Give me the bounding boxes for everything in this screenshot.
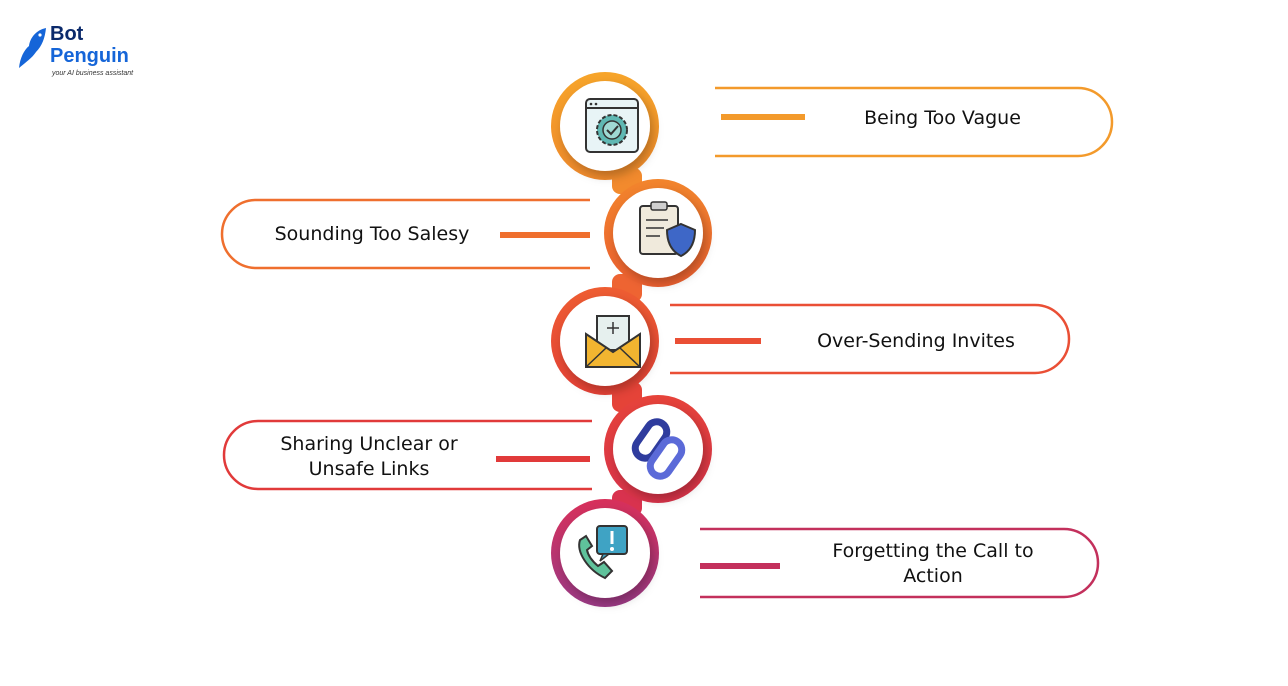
badge-window-icon	[585, 98, 639, 153]
chain-link-icon	[631, 418, 686, 480]
step-3-label: Over-Sending Invites	[817, 329, 1015, 352]
step-2-label: Sounding Too Salesy	[274, 222, 470, 245]
step-1-bar	[721, 114, 805, 120]
step-1-label: Being Too Vague	[864, 106, 1021, 129]
brand-name-line2: Penguin	[50, 45, 129, 67]
step-3-circle	[551, 287, 659, 395]
step-4-pill	[222, 419, 592, 491]
brand-name-line1: Bot	[50, 23, 84, 45]
step-3-pill	[670, 303, 1071, 375]
step-4-circle	[604, 395, 712, 503]
phone-alert-icon	[578, 525, 628, 580]
step-2-circle	[604, 179, 712, 287]
step-3-bar	[675, 338, 761, 344]
step-4-label: Sharing Unclear or Unsafe Links	[280, 433, 458, 480]
envelope-letter-icon	[585, 315, 641, 368]
step-5-bar	[700, 563, 780, 569]
clipboard-shield-icon	[639, 201, 697, 258]
step-2-pill	[220, 198, 590, 270]
penguin-bird-icon	[19, 28, 46, 68]
step-2-bar	[500, 232, 590, 238]
step-5-circle	[551, 499, 659, 607]
brand-tagline: your AI business assistant	[52, 70, 134, 77]
step-1-circle	[551, 72, 659, 180]
botpenguin-logo: Bot Penguin your AI business assistant	[18, 22, 158, 82]
step-5-label: Forgetting the Call to Action	[832, 540, 1034, 587]
step-1-pill	[715, 86, 1114, 158]
step-5-pill	[700, 527, 1100, 599]
step-4-bar	[496, 456, 590, 462]
